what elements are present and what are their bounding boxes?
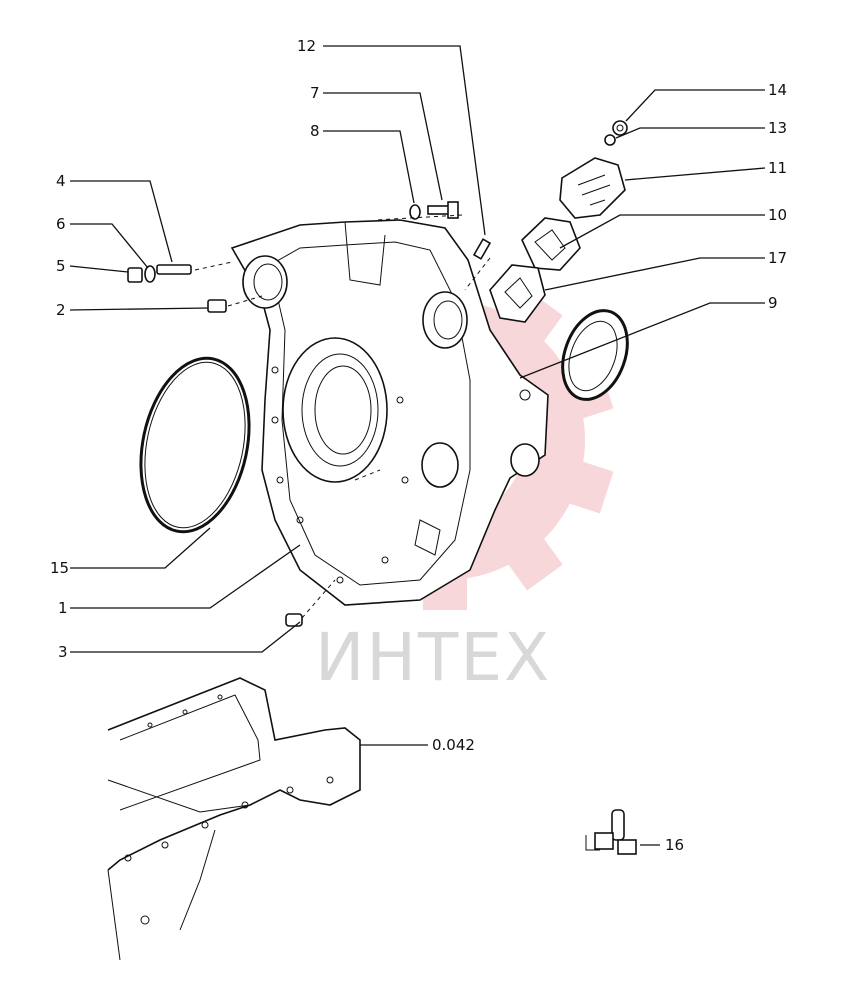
callout-7: 7	[310, 84, 320, 102]
o-ring	[139, 356, 251, 534]
watermark-gear-tooth	[497, 524, 563, 591]
plug-2	[207, 299, 227, 313]
flywheel-housing	[230, 219, 549, 606]
callout-12: 12	[297, 37, 316, 55]
callout-16: 16	[665, 836, 684, 854]
callout-13: 13	[768, 119, 787, 137]
nut-5	[127, 267, 143, 283]
washer-13	[604, 134, 616, 146]
plug-3	[285, 613, 303, 627]
watermark-gear-tooth	[497, 289, 563, 356]
callout-14: 14	[768, 81, 787, 99]
watermark-gear-tooth	[552, 456, 614, 514]
bolt-7	[427, 201, 459, 219]
callout-10: 10	[768, 206, 787, 224]
callout-8: 8	[310, 122, 320, 140]
gasket	[521, 217, 581, 271]
callout-15: 15	[50, 559, 69, 577]
nut-14	[612, 120, 628, 136]
washer-8	[409, 204, 421, 220]
oil-pan	[107, 677, 361, 961]
stud-12	[472, 238, 492, 260]
washer-6	[144, 265, 156, 283]
watermark-text: ИНТЕХ	[315, 619, 551, 696]
callout-labels: 12 7 8 4 6 5 2 14 13 11 10 17 9 15 1 3 0…	[50, 37, 787, 854]
callout-5: 5	[56, 257, 66, 275]
cover-plate	[559, 157, 626, 219]
callout-1: 1	[58, 599, 68, 617]
callout-3: 3	[58, 643, 68, 661]
callout-9: 9	[768, 294, 778, 312]
pin-assembly	[585, 809, 637, 855]
callout-0042: 0.042	[432, 736, 475, 754]
oil-seal	[561, 309, 629, 401]
leader-lines	[69, 45, 766, 846]
callout-4: 4	[56, 172, 66, 190]
callout-6: 6	[56, 215, 66, 233]
callout-2: 2	[56, 301, 66, 319]
callout-11: 11	[768, 159, 787, 177]
gasket-17	[489, 264, 546, 323]
callout-17: 17	[768, 249, 787, 267]
stud-4	[156, 264, 192, 275]
